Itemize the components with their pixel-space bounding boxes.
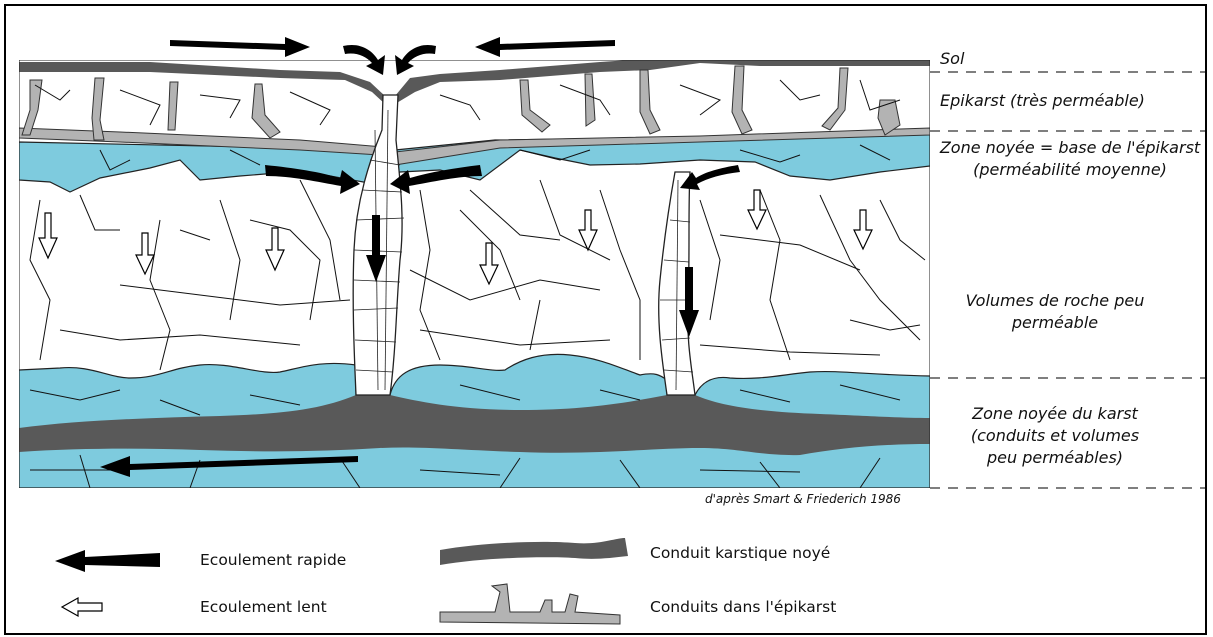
label-zone-noyee-epikarst-line2: (perméabilité moyenne) <box>935 159 1205 181</box>
legend-fast-arrow-icon <box>55 550 160 572</box>
label-epikarst: Epikarst (très perméable) <box>940 90 1160 112</box>
label-sol: Sol <box>940 48 980 70</box>
label-volumes-line2: perméable <box>945 312 1165 334</box>
legend-fast-flow-label: Ecoulement rapide <box>200 551 346 569</box>
label-zone-noyee-epikarst-line1: Zone noyée = base de l'épikarst <box>935 137 1205 159</box>
fast-arrow-1 <box>170 37 310 57</box>
label-volumes-line1: Volumes de roche peu <box>945 290 1165 312</box>
label-karst: Zone noyée du karst (conduits et volumes… <box>945 403 1165 469</box>
legend-conduit-icon <box>440 538 628 565</box>
legend-epikarst-conduits-label: Conduits dans l'épikarst <box>650 598 836 616</box>
fast-arrow-2 <box>475 37 615 57</box>
legend-epikarst-conduit-icon <box>440 584 620 624</box>
label-karst-line1: Zone noyée du karst <box>945 403 1165 425</box>
label-karst-line3: peu perméables) <box>945 447 1165 469</box>
label-zone-noyee-epikarst: Zone noyée = base de l'épikarst (perméab… <box>935 137 1205 181</box>
legend-slow-arrow-icon <box>62 598 102 616</box>
label-volumes: Volumes de roche peu perméable <box>945 290 1165 334</box>
label-karst-line2: (conduits et volumes <box>945 425 1165 447</box>
legend-flooded-conduit-label: Conduit karstique noyé <box>650 544 830 562</box>
legend-slow-flow-label: Ecoulement lent <box>200 598 327 616</box>
source-credit: d'après Smart & Friederich 1986 <box>705 492 901 506</box>
